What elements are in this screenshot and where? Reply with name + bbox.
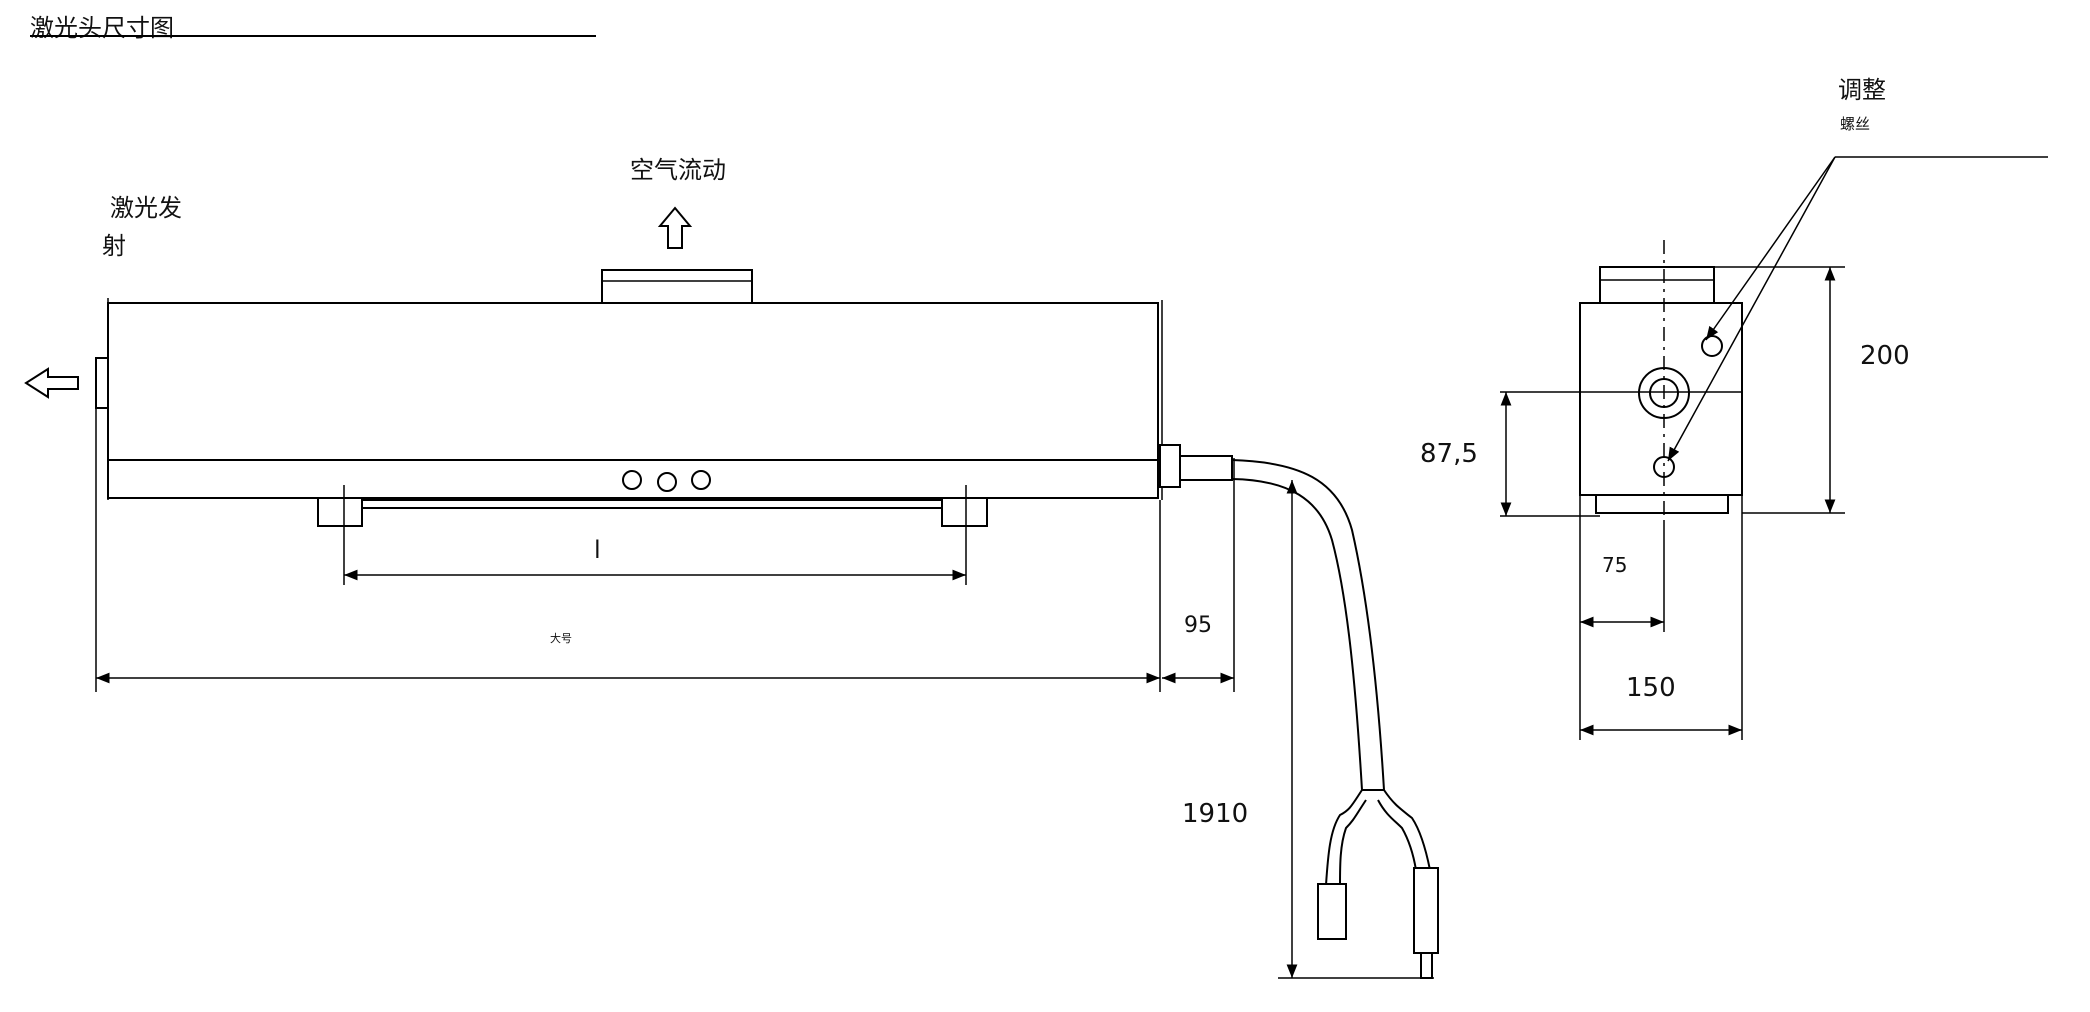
- size-note-label: 大号: [550, 631, 572, 645]
- airflow-label: 空气流动: [630, 156, 726, 184]
- end-view-base: [1595, 494, 1729, 514]
- mounting-foot-left: [317, 497, 363, 527]
- cable: [1231, 459, 1385, 791]
- cable-connector: [1159, 444, 1181, 488]
- laser-emit-label-2: 射: [102, 232, 126, 260]
- mounting-foot-right: [941, 497, 988, 527]
- dim-total-width: 150: [1626, 673, 1676, 703]
- mount-spacing-label: l: [594, 536, 601, 564]
- indicator-circle: [622, 470, 642, 490]
- cable-plug-left: [1317, 883, 1347, 940]
- laser-output-arrow-icon: [24, 367, 79, 399]
- airflow-arrow-icon: [657, 206, 693, 249]
- adjust-screw-label-1: 调整: [1838, 76, 1886, 104]
- drawing-title: 激光头尺寸图: [30, 14, 174, 42]
- end-view-body: [1579, 302, 1743, 496]
- adjust-screw-lower: [1653, 456, 1675, 478]
- indicator-circle: [657, 472, 677, 492]
- dim-cable-offset: 95: [1184, 613, 1212, 638]
- end-view-cap: [1599, 266, 1715, 304]
- cable-gland: [1179, 455, 1233, 481]
- laser-aperture-outer: [1638, 367, 1690, 419]
- dim-total-height: 200: [1860, 341, 1910, 371]
- leader-line-upper-screw: [1705, 156, 1836, 341]
- cable-plug-right: [1413, 867, 1439, 954]
- air-outlet: [601, 269, 753, 304]
- adjust-screw-upper: [1701, 335, 1723, 357]
- cable-branch-left: [1325, 789, 1363, 886]
- laser-emit-label-1: 激光发: [110, 194, 182, 222]
- dim-center-height: 87,5: [1420, 439, 1478, 469]
- cable-branch-right: [1383, 789, 1431, 871]
- leader-line-lower-screw: [1667, 156, 1836, 462]
- dim-center-width: 75: [1602, 553, 1627, 577]
- indicator-circle: [691, 470, 711, 490]
- dim-cable-length: 1910: [1182, 799, 1248, 829]
- adjust-screw-label-2: 螺丝: [1840, 115, 1870, 133]
- front-window: [95, 357, 109, 409]
- laser-housing: [107, 302, 1159, 499]
- laser-aperture-inner: [1649, 378, 1679, 408]
